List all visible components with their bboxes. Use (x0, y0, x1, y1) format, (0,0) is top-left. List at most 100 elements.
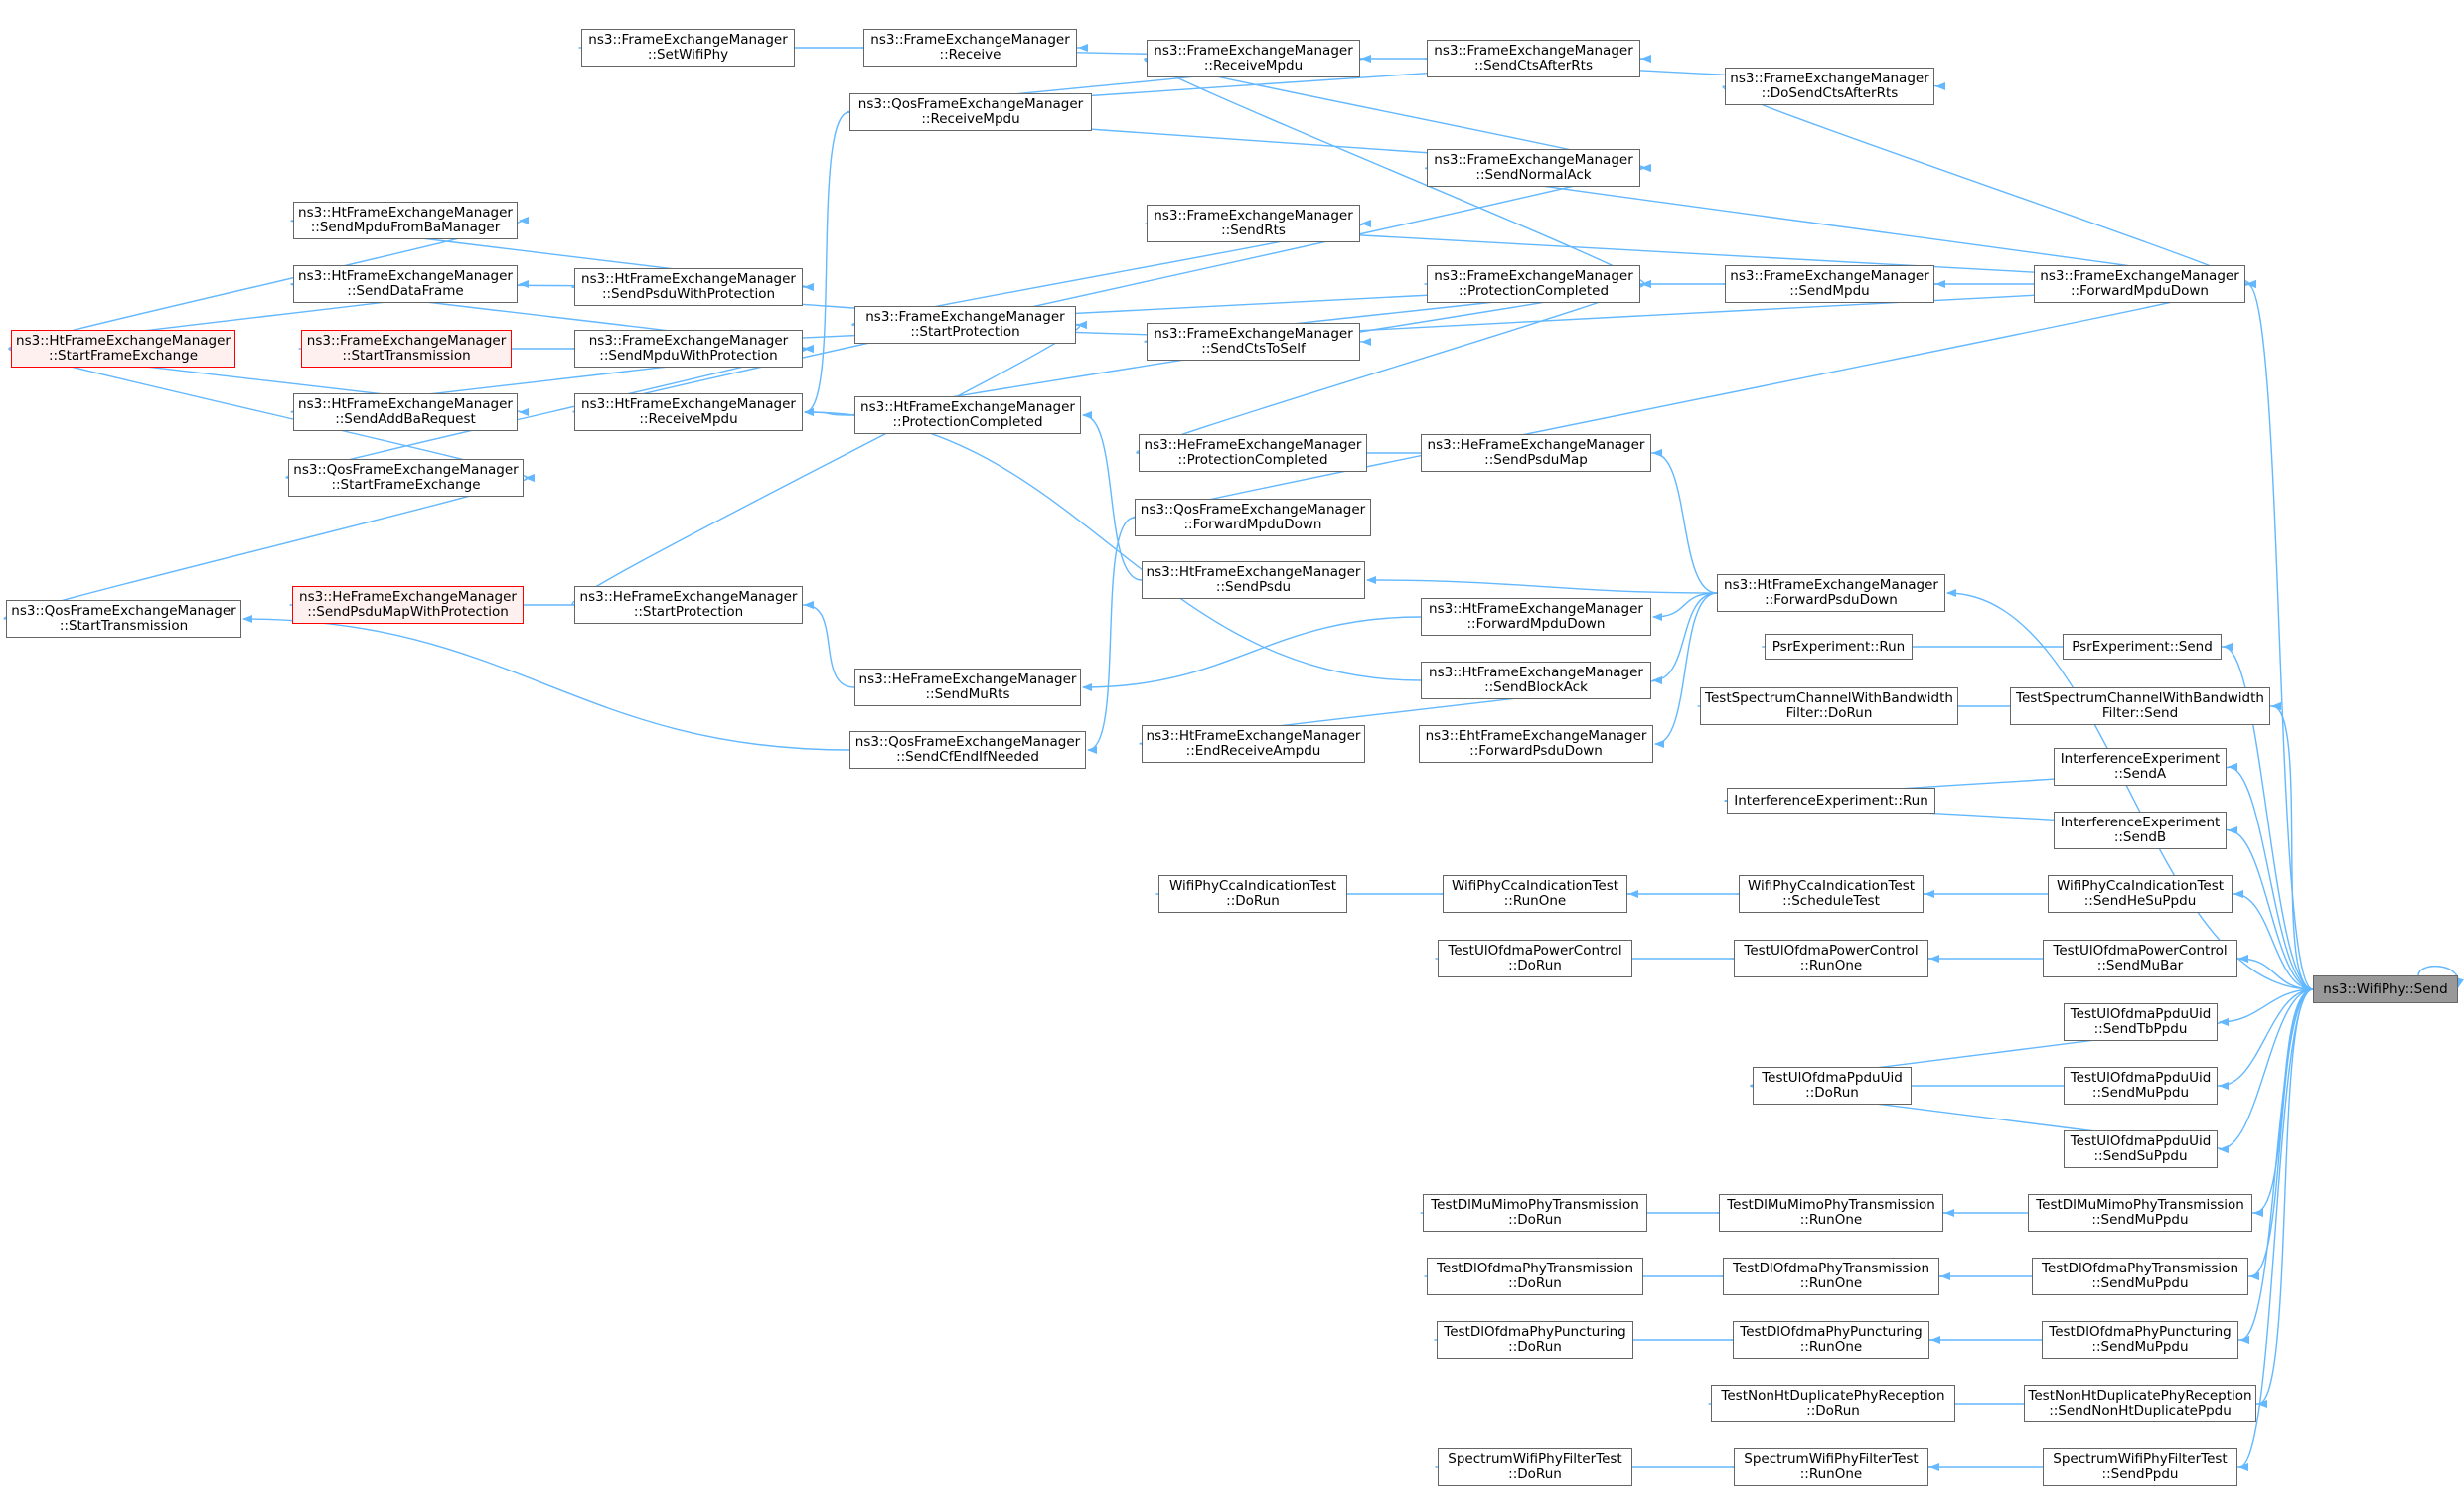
node-ccadorun[interactable]: WifiPhyCcaIndicationTest::DoRun (1158, 875, 1347, 913)
node-nonhtdorun[interactable]: TestNonHtDuplicatePhyReception::DoRun (1711, 1385, 1955, 1422)
node-uidsendmu[interactable]: TestUlOfdmaPpduUid::SendMuPpdu (2064, 1067, 2218, 1105)
edge-root-to-htforwardpsdudown (1946, 589, 2314, 990)
node-qosforwardmpdudown[interactable]: ns3::QosFrameExchangeManager::ForwardMpd… (1135, 499, 1371, 536)
node-label: ns3::FrameExchangeManager (1434, 152, 1633, 168)
edge-hesendmurts-to-hestartprotection (804, 601, 855, 688)
node-label: TestDlMuMimoPhyTransmission (1727, 1197, 1935, 1213)
node-label: ::EndReceiveAmpdu (1185, 743, 1321, 759)
node-ierun[interactable]: InterferenceExperiment::Run (1727, 788, 1935, 814)
node-punctrunone[interactable]: TestDlOfdmaPhyPuncturing::RunOne (1733, 1321, 1929, 1359)
node-uidsendtb[interactable]: TestUlOfdmaPpduUid::SendTbPpdu (2064, 1003, 2218, 1041)
node-label: ns3::QosFrameExchangeManager (854, 734, 1081, 750)
node-label: ::RunOne (1799, 1275, 1863, 1291)
node-htstartframeexchange[interactable]: ns3::HtFrameExchangeManager::StartFrameE… (11, 330, 235, 368)
node-ulpcdorun[interactable]: TestUlOfdmaPowerControl::DoRun (1438, 940, 1632, 977)
node-htsendpsdu[interactable]: ns3::HtFrameExchangeManager::SendPsdu (1142, 561, 1365, 599)
edge-root-to-psrsend (2223, 643, 2314, 990)
node-root[interactable]: ns3::WifiPhy::Send (2313, 975, 2458, 1003)
node-hesendpsdumap[interactable]: ns3::HeFrameExchangeManager::SendPsduMap (1421, 434, 1651, 472)
node-receivempdu[interactable]: ns3::FrameExchangeManager::ReceiveMpdu (1147, 40, 1360, 77)
node-psrsend[interactable]: PsrExperiment::Send (2063, 634, 2222, 660)
node-forwardmpdudown[interactable]: ns3::FrameExchangeManager::ForwardMpduDo… (2034, 265, 2245, 303)
node-psrrun[interactable]: PsrExperiment::Run (1765, 634, 1913, 660)
node-sendmpdufromba[interactable]: ns3::HtFrameExchangeManager::SendMpduFro… (293, 202, 518, 239)
node-qossendcfendifneeded[interactable]: ns3::QosFrameExchangeManager::SendCfEndI… (849, 731, 1086, 769)
node-label: ::DoRun (1226, 893, 1280, 909)
node-label: ::SendPsduWithProtection (601, 286, 776, 302)
edge-qosreceivempdu-to-htreceivempdu (804, 111, 850, 416)
node-protectioncompleted[interactable]: ns3::FrameExchangeManager::ProtectionCom… (1427, 265, 1640, 303)
node-label: ::StartFrameExchange (331, 477, 481, 493)
node-ulpcsendmubar[interactable]: TestUlOfdmaPowerControl::SendMuBar (2043, 940, 2237, 977)
node-filtsend[interactable]: SpectrumWifiPhyFilterTest::SendPpdu (2043, 1448, 2237, 1486)
node-sendnormalack[interactable]: ns3::FrameExchangeManager::SendNormalAck (1427, 149, 1640, 187)
node-mimorunone[interactable]: TestDlMuMimoPhyTransmission::RunOne (1719, 1194, 1943, 1232)
node-uiddorun[interactable]: TestUlOfdmaPpduUid::DoRun (1753, 1067, 1912, 1105)
node-heprotectioncompleted[interactable]: ns3::HeFrameExchangeManager::ProtectionC… (1139, 434, 1367, 472)
node-uidsendsu[interactable]: TestUlOfdmaPpduUid::SendSuPpdu (2064, 1130, 2218, 1168)
node-label: ns3::HeFrameExchangeManager (579, 589, 798, 605)
node-nonhtsend[interactable]: TestNonHtDuplicatePhyReception::SendNonH… (2024, 1385, 2256, 1422)
node-htsendpsduwithprot[interactable]: ns3::HtFrameExchangeManager::SendPsduWit… (574, 268, 803, 306)
node-mimodorun[interactable]: TestDlMuMimoPhyTransmission::DoRun (1423, 1194, 1647, 1232)
node-punctdorun[interactable]: TestDlOfdmaPhyPuncturing::DoRun (1437, 1321, 1633, 1359)
node-htforwardpsdudown[interactable]: ns3::HtFrameExchangeManager::ForwardPsdu… (1717, 574, 1945, 612)
node-label: ns3::HtFrameExchangeManager (1429, 601, 1643, 617)
node-filtrunone[interactable]: SpectrumWifiPhyFilterTest::RunOne (1734, 1448, 1928, 1486)
node-dlosendmu[interactable]: TestDlOfdmaPhyTransmission::SendMuPpdu (2032, 1258, 2248, 1295)
node-htendreceiveampdu[interactable]: ns3::HtFrameExchangeManager::EndReceiveA… (1142, 725, 1365, 763)
node-hesendpsdumapwithprot[interactable]: ns3::HeFrameExchangeManager::SendPsduMap… (292, 586, 524, 624)
node-label: ns3::FrameExchangeManager (2040, 268, 2239, 284)
node-htreceivempdu[interactable]: ns3::HtFrameExchangeManager::ReceiveMpdu (574, 393, 803, 431)
node-qosstartframeexchange[interactable]: ns3::QosFrameExchangeManager::StartFrame… (288, 459, 524, 497)
node-punctsendmu[interactable]: TestDlOfdmaPhyPuncturing::SendMuPpdu (2042, 1321, 2238, 1359)
node-sendctsafterrts[interactable]: ns3::FrameExchangeManager::SendCtsAfterR… (1427, 40, 1640, 77)
node-receive[interactable]: ns3::FrameExchangeManager::Receive (863, 29, 1077, 67)
edge-root-to-root (2417, 965, 2464, 988)
node-sendmpdu[interactable]: ns3::FrameExchangeManager::SendMpdu (1725, 265, 1934, 303)
node-filtdorun[interactable]: SpectrumWifiPhyFilterTest::DoRun (1438, 1448, 1632, 1486)
node-mimosendmu[interactable]: TestDlMuMimoPhyTransmission::SendMuPpdu (2028, 1194, 2252, 1232)
node-setwifiphy[interactable]: ns3::FrameExchangeManager::SetWifiPhy (581, 29, 795, 67)
node-ccasendhe[interactable]: WifiPhyCcaIndicationTest::SendHeSuPpdu (2048, 875, 2233, 913)
node-label: ::SendSuPpdu (2093, 1148, 2188, 1164)
node-label: InterferenceExperiment (2060, 751, 2221, 767)
node-htsendaddbarequest[interactable]: ns3::HtFrameExchangeManager::SendAddBaRe… (293, 393, 518, 431)
node-htforwardmpdudown[interactable]: ns3::HtFrameExchangeManager::ForwardMpdu… (1421, 598, 1651, 636)
node-label: SpectrumWifiPhyFilterTest (1744, 1451, 1919, 1467)
node-label: ::ForwardPsduDown (1765, 592, 1898, 608)
node-label: ::SendMuRts (925, 686, 1010, 702)
node-ulpcrunone[interactable]: TestUlOfdmaPowerControl::RunOne (1734, 940, 1928, 977)
node-sendmpduwithprot[interactable]: ns3::FrameExchangeManager::SendMpduWithP… (574, 330, 803, 368)
node-hestartprotection[interactable]: ns3::HeFrameExchangeManager::StartProtec… (574, 586, 803, 624)
node-htsenddataframe[interactable]: ns3::HtFrameExchangeManager::SendDataFra… (293, 265, 518, 303)
edge-root-to-iesenda (2228, 763, 2314, 990)
node-qosreceivempdu[interactable]: ns3::QosFrameExchangeManager::ReceiveMpd… (849, 93, 1092, 131)
node-htprotectioncompleted[interactable]: ns3::HtFrameExchangeManager::ProtectionC… (854, 396, 1081, 434)
node-dosendctsafterrts[interactable]: ns3::FrameExchangeManager::DoSendCtsAfte… (1725, 68, 1934, 105)
node-label: ::SendTbPpdu (2093, 1021, 2188, 1037)
node-label: ::SendDataFrame (347, 283, 464, 299)
node-htsendblockack[interactable]: ns3::HtFrameExchangeManager::SendBlockAc… (1421, 662, 1651, 699)
node-startprotection[interactable]: ns3::FrameExchangeManager::StartProtecti… (854, 306, 1076, 344)
node-dlodorun[interactable]: TestDlOfdmaPhyTransmission::DoRun (1427, 1258, 1643, 1295)
node-iesenda[interactable]: InterferenceExperiment::SendA (2054, 748, 2227, 786)
node-ccaschedule[interactable]: WifiPhyCcaIndicationTest::ScheduleTest (1739, 875, 1924, 913)
node-ehtforwardpsdudown[interactable]: ns3::EhtFrameExchangeManager::ForwardPsd… (1419, 725, 1653, 763)
node-label: ::SendNonHtDuplicatePpdu (2049, 1403, 2232, 1418)
node-fmstarttransmission[interactable]: ns3::FrameExchangeManager::StartTransmis… (301, 330, 512, 368)
node-label: ::Receive (939, 47, 1001, 63)
node-sendrts[interactable]: ns3::FrameExchangeManager::SendRts (1147, 205, 1360, 242)
node-dlorunone[interactable]: TestDlOfdmaPhyTransmission::RunOne (1723, 1258, 1939, 1295)
node-hesendmurts[interactable]: ns3::HeFrameExchangeManager::SendMuRts (854, 669, 1081, 706)
node-iesendb[interactable]: InterferenceExperiment::SendB (2054, 812, 2227, 849)
node-label: ::ForwardMpduDown (1183, 517, 1322, 532)
node-ccarunone[interactable]: WifiPhyCcaIndicationTest::RunOne (1443, 875, 1627, 913)
node-label: ::SendMpduWithProtection (599, 348, 778, 364)
node-qosstarttransmission[interactable]: ns3::QosFrameExchangeManager::StartTrans… (6, 600, 241, 638)
node-label: ::DoRun (1508, 958, 1562, 973)
node-sendctstoself[interactable]: ns3::FrameExchangeManager::SendCtsToSelf (1147, 323, 1360, 361)
edge-root-to-filtsend (2238, 988, 2314, 1471)
